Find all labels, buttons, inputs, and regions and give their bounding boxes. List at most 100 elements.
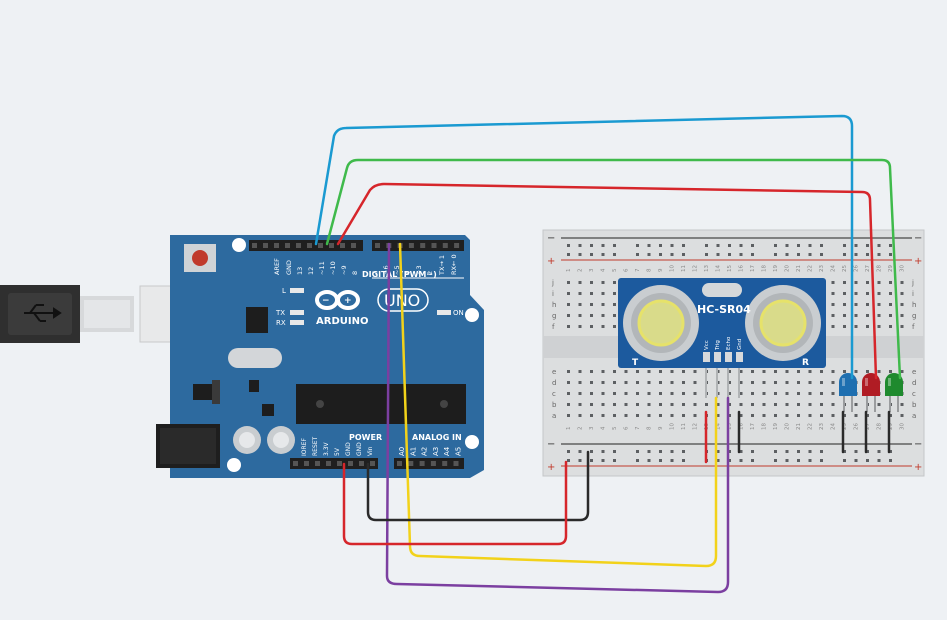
- breadboard-hole[interactable]: [578, 403, 582, 406]
- breadboard-hole[interactable]: [590, 403, 593, 406]
- breadboard-hole[interactable]: [762, 403, 766, 406]
- breadboard-hole[interactable]: [774, 414, 777, 417]
- breadboard-hole[interactable]: [751, 244, 754, 247]
- breadboard-hole[interactable]: [797, 370, 800, 373]
- breadboard-hole[interactable]: [785, 459, 789, 462]
- breadboard-hole[interactable]: [843, 292, 846, 295]
- header-pin[interactable]: [420, 243, 426, 248]
- breadboard-hole[interactable]: [739, 370, 743, 373]
- breadboard-hole[interactable]: [843, 244, 846, 247]
- breadboard-hole[interactable]: [728, 459, 731, 462]
- breadboard-hole[interactable]: [567, 414, 570, 417]
- breadboard-hole[interactable]: [866, 292, 869, 295]
- breadboard-hole[interactable]: [808, 392, 812, 395]
- breadboard-hole[interactable]: [785, 381, 789, 384]
- breadboard-hole[interactable]: [889, 292, 892, 295]
- breadboard-hole[interactable]: [670, 253, 674, 256]
- breadboard-hole[interactable]: [808, 253, 812, 256]
- breadboard-hole[interactable]: [601, 303, 605, 306]
- breadboard-hole[interactable]: [797, 403, 800, 406]
- breadboard-hole[interactable]: [820, 253, 823, 256]
- breadboard-hole[interactable]: [682, 244, 685, 247]
- breadboard-hole[interactable]: [739, 403, 743, 406]
- breadboard-hole[interactable]: [636, 392, 639, 395]
- breadboard-hole[interactable]: [820, 459, 823, 462]
- breadboard-hole[interactable]: [820, 403, 823, 406]
- breadboard-hole[interactable]: [866, 370, 869, 373]
- breadboard-hole[interactable]: [647, 370, 651, 373]
- breadboard-hole[interactable]: [751, 414, 754, 417]
- header-pin[interactable]: [274, 243, 279, 248]
- breadboard-hole[interactable]: [739, 253, 743, 256]
- breadboard-hole[interactable]: [590, 314, 593, 317]
- breadboard-hole[interactable]: [578, 303, 582, 306]
- breadboard-hole[interactable]: [843, 253, 846, 256]
- breadboard-hole[interactable]: [808, 370, 812, 373]
- breadboard-hole[interactable]: [682, 403, 685, 406]
- breadboard-hole[interactable]: [567, 314, 570, 317]
- breadboard-hole[interactable]: [636, 459, 639, 462]
- breadboard-hole[interactable]: [866, 325, 869, 328]
- breadboard-hole[interactable]: [820, 414, 823, 417]
- breadboard-hole[interactable]: [751, 450, 754, 453]
- breadboard-hole[interactable]: [889, 414, 892, 417]
- wire-red-power[interactable]: [342, 460, 568, 546]
- breadboard-hole[interactable]: [739, 244, 743, 247]
- breadboard-hole[interactable]: [843, 459, 846, 462]
- breadboard-hole[interactable]: [866, 314, 869, 317]
- breadboard-hole[interactable]: [877, 314, 881, 317]
- breadboard-hole[interactable]: [831, 392, 835, 395]
- sensor-pin[interactable]: [703, 352, 710, 362]
- breadboard-hole[interactable]: [601, 253, 605, 256]
- breadboard-hole[interactable]: [889, 459, 892, 462]
- breadboard-hole[interactable]: [854, 370, 858, 373]
- breadboard-hole[interactable]: [613, 450, 616, 453]
- breadboard-hole[interactable]: [797, 381, 800, 384]
- wire-green[interactable]: [325, 158, 902, 380]
- breadboard-hole[interactable]: [693, 414, 697, 417]
- header-pin[interactable]: [442, 243, 448, 248]
- breadboard-hole[interactable]: [613, 292, 616, 295]
- breadboard-hole[interactable]: [808, 450, 812, 453]
- breadboard-hole[interactable]: [590, 450, 593, 453]
- arduino-board[interactable]: L TX RX ON − + ARDUINO UNO DIGITAL (PWM~…: [156, 235, 484, 478]
- breadboard-hole[interactable]: [797, 244, 800, 247]
- breadboard-hole[interactable]: [624, 381, 628, 384]
- breadboard-hole[interactable]: [889, 314, 892, 317]
- header-pin[interactable]: [348, 461, 353, 466]
- breadboard-hole[interactable]: [762, 392, 766, 395]
- breadboard-hole[interactable]: [578, 414, 582, 417]
- breadboard-hole[interactable]: [843, 325, 846, 328]
- breadboard-hole[interactable]: [831, 303, 835, 306]
- breadboard-hole[interactable]: [728, 253, 731, 256]
- breadboard-hole[interactable]: [567, 303, 570, 306]
- breadboard-hole[interactable]: [682, 392, 685, 395]
- breadboard-hole[interactable]: [889, 370, 892, 373]
- led-green[interactable]: [885, 373, 903, 412]
- breadboard-hole[interactable]: [808, 381, 812, 384]
- breadboard-hole[interactable]: [590, 281, 593, 284]
- breadboard-hole[interactable]: [877, 281, 881, 284]
- header-pin[interactable]: [307, 243, 312, 248]
- breadboard-hole[interactable]: [900, 325, 904, 328]
- breadboard-hole[interactable]: [578, 292, 582, 295]
- breadboard-hole[interactable]: [647, 459, 651, 462]
- breadboard-hole[interactable]: [900, 403, 904, 406]
- breadboard-hole[interactable]: [808, 459, 812, 462]
- breadboard-hole[interactable]: [601, 281, 605, 284]
- breadboard-hole[interactable]: [831, 381, 835, 384]
- wires[interactable]: [314, 114, 902, 594]
- breadboard-hole[interactable]: [808, 414, 812, 417]
- breadboard-hole[interactable]: [889, 303, 892, 306]
- breadboard-hole[interactable]: [659, 403, 662, 406]
- breadboard-hole[interactable]: [854, 253, 858, 256]
- breadboard-hole[interactable]: [567, 244, 570, 247]
- breadboard-hole[interactable]: [866, 414, 869, 417]
- breadboard-hole[interactable]: [831, 403, 835, 406]
- breadboard-hole[interactable]: [774, 450, 777, 453]
- breadboard-hole[interactable]: [739, 381, 743, 384]
- breadboard-hole[interactable]: [831, 414, 835, 417]
- header-pin[interactable]: [263, 243, 268, 248]
